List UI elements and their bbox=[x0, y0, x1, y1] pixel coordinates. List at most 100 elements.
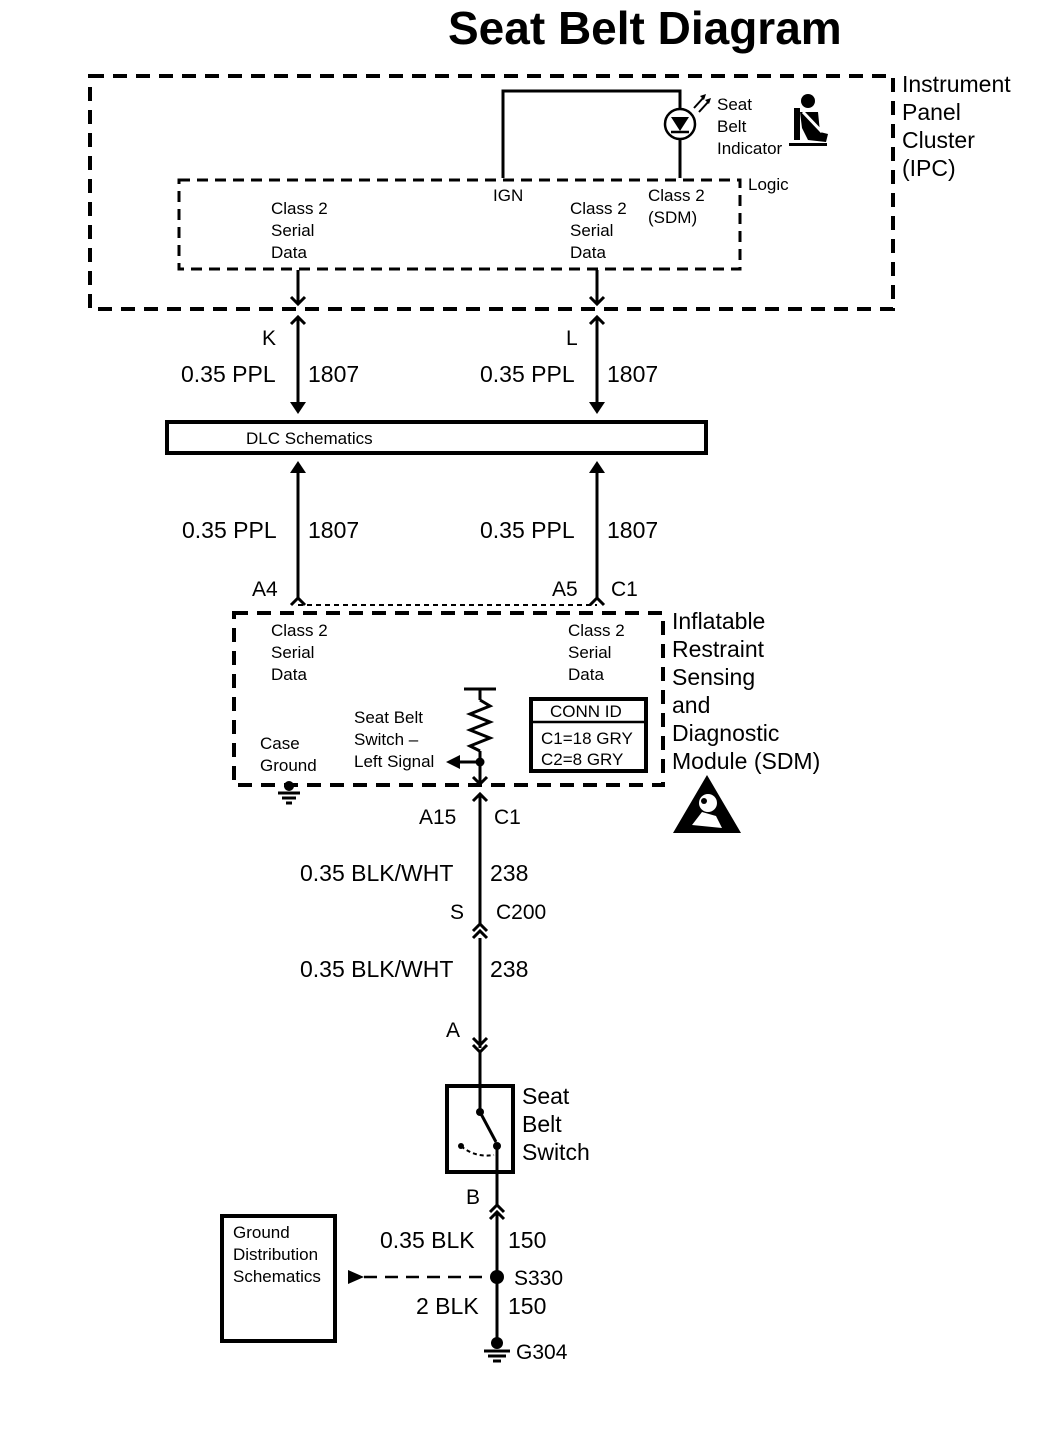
wire-gauge-color: 0.35 BLK/WHT bbox=[300, 956, 453, 982]
dlc-schematics-box[interactable] bbox=[165, 420, 708, 455]
wire-gauge-color: 0.35 BLK/WHT bbox=[300, 860, 453, 886]
wire-switch-to-ground bbox=[488, 1172, 506, 1340]
ipc-serial-data-right: Class 2 Serial Data bbox=[570, 199, 631, 262]
ground-symbol-icon bbox=[278, 781, 300, 805]
pin-a5: A5 bbox=[552, 578, 578, 601]
pin-a: A bbox=[446, 1019, 460, 1042]
diagram-title: Seat Belt Diagram bbox=[448, 2, 842, 54]
serial-data-line: Serial bbox=[568, 643, 611, 662]
switch-signal-line: Seat Belt bbox=[354, 708, 423, 727]
ipc-label: Instrument Panel Cluster (IPC) bbox=[902, 71, 1017, 181]
sdm-label-line: Restraint bbox=[672, 636, 765, 662]
ipc-label-line: Instrument bbox=[902, 71, 1011, 97]
sdm-label: Inflatable Restraint Sensing and Diagnos… bbox=[672, 608, 820, 774]
ground-dist-line: Schematics bbox=[233, 1267, 321, 1286]
class2-sdm-line: Class 2 bbox=[648, 186, 705, 205]
ipc-label-line: (IPC) bbox=[902, 155, 956, 181]
conn-c200: C200 bbox=[496, 901, 546, 924]
serial-data-line: Class 2 bbox=[271, 621, 328, 640]
conn-c1-bottom: C1 bbox=[494, 806, 521, 829]
serial-data-line: Class 2 bbox=[570, 199, 627, 218]
indicator-label-line: Indicator bbox=[717, 139, 783, 158]
indicator-label-line: Belt bbox=[717, 117, 747, 136]
sdm-outline bbox=[232, 611, 665, 787]
serial-data-line: Serial bbox=[271, 221, 314, 240]
ipc-logic-outline bbox=[177, 178, 742, 271]
ground-distribution-link bbox=[348, 1270, 490, 1284]
wire-circuit: 150 bbox=[508, 1227, 546, 1253]
pin-a4: A4 bbox=[252, 578, 278, 601]
wire-circuit: 150 bbox=[508, 1293, 546, 1319]
dlc-schematics-label: DLC Schematics bbox=[246, 429, 373, 448]
ground-distribution-label: Ground Distribution Schematics bbox=[233, 1223, 323, 1286]
wire-sdm-a4-to-dlc bbox=[289, 461, 307, 607]
ground-g304: G304 bbox=[516, 1341, 568, 1364]
sdm-label-line: and bbox=[672, 692, 710, 718]
conn-id-lines: C1=18 GRY C2=8 GRY bbox=[541, 729, 637, 769]
serial-data-line: Data bbox=[570, 243, 606, 262]
ground-dist-line: Distribution bbox=[233, 1245, 318, 1264]
ipc-class2-sdm-label: Class 2 (SDM) bbox=[648, 186, 709, 227]
pin-k: K bbox=[262, 327, 276, 350]
sdm-label-line: Sensing bbox=[672, 664, 755, 690]
wire-circuit: 1807 bbox=[308, 517, 359, 543]
ipc-logic-label: Logic bbox=[748, 175, 789, 194]
ign-wire bbox=[501, 89, 682, 178]
ground-distribution-box[interactable] bbox=[220, 1214, 337, 1343]
led-icon bbox=[663, 94, 711, 141]
wire-gauge-color: 0.35 BLK bbox=[380, 1227, 475, 1253]
ipc-ign-label: IGN bbox=[493, 186, 523, 205]
switch-contact-icon bbox=[458, 1086, 501, 1172]
seatbelt-person-icon bbox=[789, 94, 828, 146]
seat-belt-switch-signal-label: Seat Belt Switch – Left Signal bbox=[354, 708, 434, 771]
wire-gauge-color: 0.35 PPL bbox=[480, 361, 575, 387]
conn-c1-top: C1 bbox=[611, 578, 638, 601]
splice-s330: S330 bbox=[514, 1267, 563, 1290]
ipc-outline bbox=[88, 74, 895, 311]
serial-data-line: Serial bbox=[271, 643, 314, 662]
serial-data-line: Class 2 bbox=[568, 621, 625, 640]
conn-id-box bbox=[529, 697, 648, 773]
wire-circuit: 1807 bbox=[607, 361, 658, 387]
sdm-case-ground-label: Case Ground bbox=[260, 734, 317, 775]
sdm-serial-data-right: Class 2 Serial Data bbox=[568, 621, 629, 684]
class2-sdm-line: (SDM) bbox=[648, 208, 697, 227]
switch-label-line: Seat bbox=[522, 1083, 570, 1109]
switch-label-line: Belt bbox=[522, 1111, 562, 1137]
conn-id-title: CONN ID bbox=[550, 702, 622, 721]
wire-ipc-l-to-dlc bbox=[588, 270, 606, 414]
airbag-warning-triangle-icon bbox=[673, 775, 741, 833]
pin-l: L bbox=[566, 327, 578, 350]
wire-gauge-color: 2 BLK bbox=[416, 1293, 479, 1319]
wire-ipc-k-to-dlc bbox=[289, 270, 307, 414]
switch-signal-line: Switch – bbox=[354, 730, 419, 749]
sdm-label-line: Inflatable bbox=[672, 608, 765, 634]
pin-b: B bbox=[466, 1186, 480, 1209]
ground-symbol-icon bbox=[484, 1337, 510, 1363]
sdm-label-line: Diagnostic bbox=[672, 720, 779, 746]
wire-gauge-color: 0.35 PPL bbox=[480, 517, 575, 543]
switch-signal-line: Left Signal bbox=[354, 752, 434, 771]
wire-circuit: 1807 bbox=[308, 361, 359, 387]
indicator-label-line: Seat bbox=[717, 95, 752, 114]
wire-sdm-a5-to-dlc bbox=[588, 461, 606, 607]
wire-circuit: 1807 bbox=[607, 517, 658, 543]
pin-s: S bbox=[450, 901, 464, 924]
case-ground-line: Ground bbox=[260, 756, 317, 775]
case-ground-line: Case bbox=[260, 734, 300, 753]
seat-belt-indicator-label: Seat Belt Indicator bbox=[717, 95, 783, 158]
ipc-label-line: Panel bbox=[902, 99, 961, 125]
serial-data-line: Class 2 bbox=[271, 199, 328, 218]
serial-data-line: Data bbox=[271, 243, 307, 262]
wire-gauge-color: 0.35 PPL bbox=[181, 361, 276, 387]
ground-dist-line: Ground bbox=[233, 1223, 290, 1242]
conn-id-line: C1=18 GRY bbox=[541, 729, 633, 748]
seat-belt-switch-resistor bbox=[446, 687, 496, 787]
wire-gauge-color: 0.35 PPL bbox=[182, 517, 277, 543]
serial-data-line: Serial bbox=[570, 221, 613, 240]
wire-circuit: 238 bbox=[490, 860, 528, 886]
switch-label-line: Switch bbox=[522, 1139, 590, 1165]
serial-data-line: Data bbox=[271, 665, 307, 684]
conn-id-line: C2=8 GRY bbox=[541, 750, 623, 769]
